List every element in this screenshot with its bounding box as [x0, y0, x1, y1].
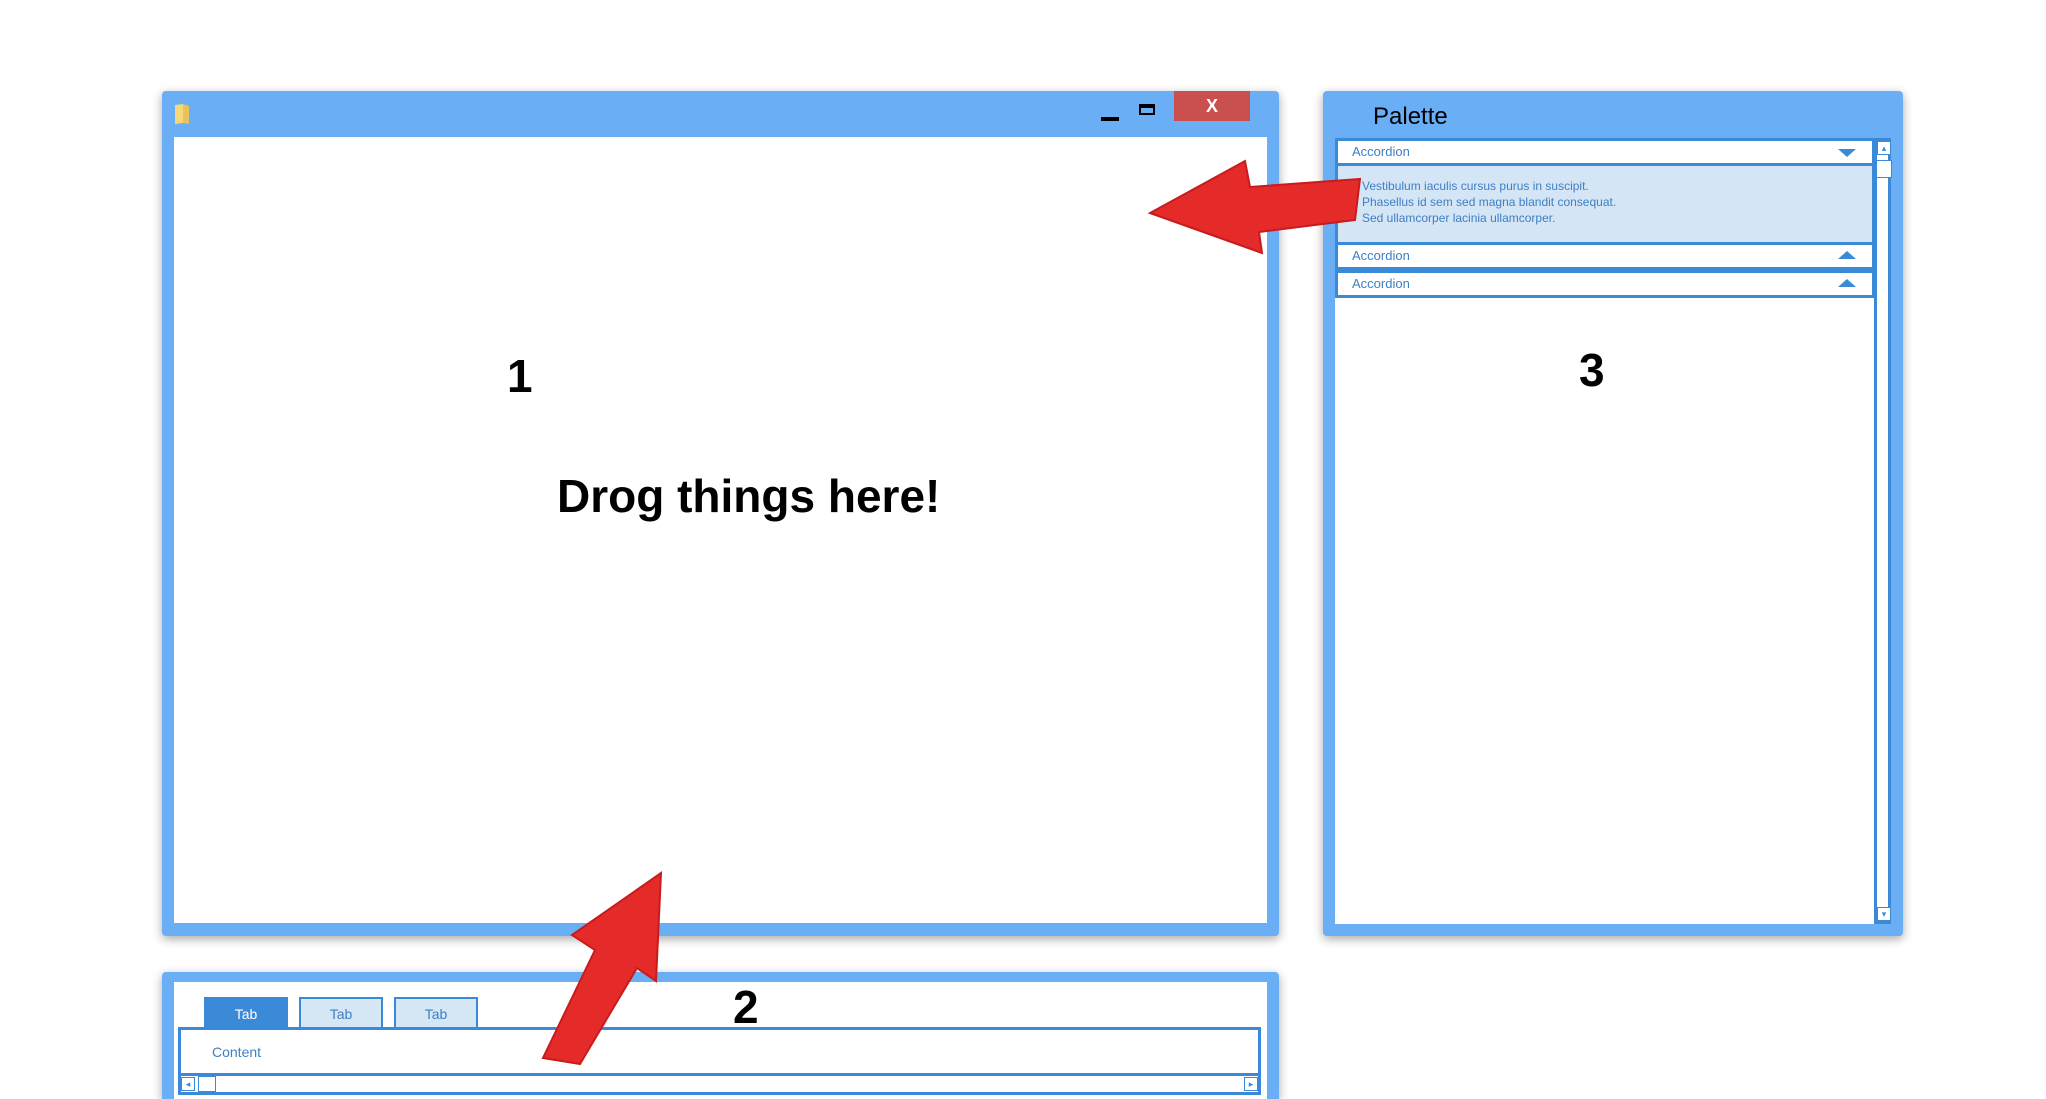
accordion-label: Accordion: [1352, 248, 1410, 263]
tab-3[interactable]: Tab: [394, 997, 478, 1027]
panel-line: Sed ullamcorper lacinia ullamcorper.: [1362, 211, 1556, 225]
folder-icon: [175, 104, 189, 124]
tab-content: Content: [178, 1027, 1261, 1073]
chevron-up-icon: [1838, 279, 1856, 287]
close-button[interactable]: X: [1174, 91, 1250, 121]
arrow-tabs-to-main: [541, 871, 663, 1066]
drop-hint-text: Drog things here!: [557, 470, 941, 522]
scroll-right-icon[interactable]: ▸: [1244, 1077, 1258, 1091]
scroll-thumb[interactable]: [1876, 160, 1892, 178]
scroll-thumb[interactable]: [198, 1076, 216, 1092]
vertical-scrollbar[interactable]: ▴ ▾: [1874, 138, 1892, 924]
main-window: X 1 Drog things here!: [162, 91, 1279, 936]
palette-title: Palette: [1373, 103, 1448, 130]
accordion-header-1[interactable]: Accordion: [1335, 138, 1875, 166]
drop-area[interactable]: 1: [174, 137, 1267, 923]
accordion-header-2[interactable]: Accordion: [1335, 242, 1875, 270]
tab-window: Tab Tab Tab Content ◂ ▸: [162, 972, 1279, 1099]
marker-3: 3: [1579, 344, 1605, 396]
tab-panel: Tab Tab Tab Content ◂ ▸: [174, 982, 1267, 1099]
marker-1: 1: [507, 350, 533, 402]
arrow-palette-to-main: [1147, 159, 1362, 255]
accordion-header-3[interactable]: Accordion: [1335, 270, 1875, 298]
scroll-up-icon[interactable]: ▴: [1877, 141, 1891, 155]
scroll-left-icon[interactable]: ◂: [181, 1077, 195, 1091]
scroll-down-icon[interactable]: ▾: [1877, 907, 1891, 921]
palette-window: Palette Accordion Vestibulum iaculis cur…: [1323, 91, 1903, 936]
title-bar[interactable]: X: [162, 91, 1279, 137]
accordion-panel: Vestibulum iaculis cursus purus in susci…: [1335, 166, 1875, 244]
panel-line: Vestibulum iaculis cursus purus in susci…: [1362, 179, 1589, 193]
chevron-up-icon: [1838, 251, 1856, 259]
minimize-button[interactable]: [1093, 105, 1123, 127]
marker-2: 2: [733, 981, 759, 1033]
maximize-button[interactable]: [1135, 99, 1163, 123]
accordion-label: Accordion: [1352, 144, 1410, 159]
panel-line: Phasellus id sem sed magna blandit conse…: [1362, 195, 1617, 209]
content-label: Content: [212, 1044, 262, 1060]
palette-body: Accordion Vestibulum iaculis cursus puru…: [1335, 138, 1892, 924]
horizontal-scrollbar[interactable]: ◂ ▸: [178, 1073, 1261, 1095]
accordion-label: Accordion: [1352, 276, 1410, 291]
chevron-down-icon: [1838, 149, 1856, 157]
tab-1[interactable]: Tab: [204, 997, 288, 1027]
tab-2[interactable]: Tab: [299, 997, 383, 1027]
